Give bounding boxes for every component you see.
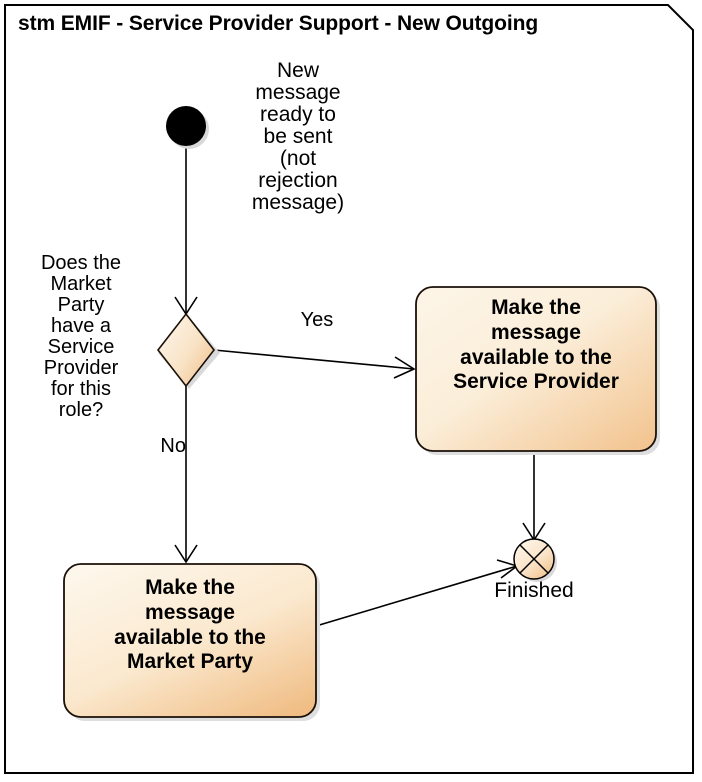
terminate-cross-line-b bbox=[519, 544, 549, 574]
page-title: stm EMIF - Service Provider Support - Ne… bbox=[18, 12, 539, 35]
decision-node-shape bbox=[156, 312, 216, 388]
diagram-title-tab: stm EMIF - Service Provider Support - Ne… bbox=[4, 4, 694, 50]
transition-decision-yes bbox=[213, 349, 416, 379]
state-market-party[interactable] bbox=[63, 563, 320, 721]
arrowhead-open bbox=[393, 356, 416, 379]
state-service-provider[interactable] bbox=[415, 286, 660, 455]
diagram-frame: stm EMIF - Service Provider Support - Ne… bbox=[4, 4, 694, 774]
terminate-node-label: Finished bbox=[494, 579, 574, 602]
diagram-canvas: New message ready to be sent (not reject… bbox=[4, 48, 694, 774]
transition-sp-to-finished bbox=[522, 451, 546, 542]
diagram-graphics bbox=[63, 106, 660, 721]
state-label-market-party: Make the message available to the Market… bbox=[114, 576, 266, 674]
decision-node-question-label: Does the Market Party have a Service Pro… bbox=[40, 252, 122, 421]
initial-node-circle bbox=[166, 106, 206, 146]
state-shape bbox=[415, 286, 657, 452]
state-shape bbox=[63, 563, 317, 718]
initial-node[interactable] bbox=[166, 106, 209, 149]
title-tab-shape bbox=[4, 4, 694, 50]
title-tab-outline bbox=[4, 4, 694, 50]
decision-node[interactable] bbox=[156, 312, 220, 389]
transition-label-yes: Yes bbox=[300, 309, 334, 331]
terminate-node[interactable] bbox=[513, 538, 557, 582]
transition-label-no: No bbox=[160, 435, 186, 457]
transition-label-initial: New message ready to be sent (not reject… bbox=[251, 59, 345, 215]
arrowhead-open bbox=[174, 544, 198, 564]
transition-initial-to-decision bbox=[174, 146, 198, 316]
transition-decision-no bbox=[174, 386, 198, 564]
state-label-service-provider: Make the message available to the Servic… bbox=[453, 296, 619, 394]
